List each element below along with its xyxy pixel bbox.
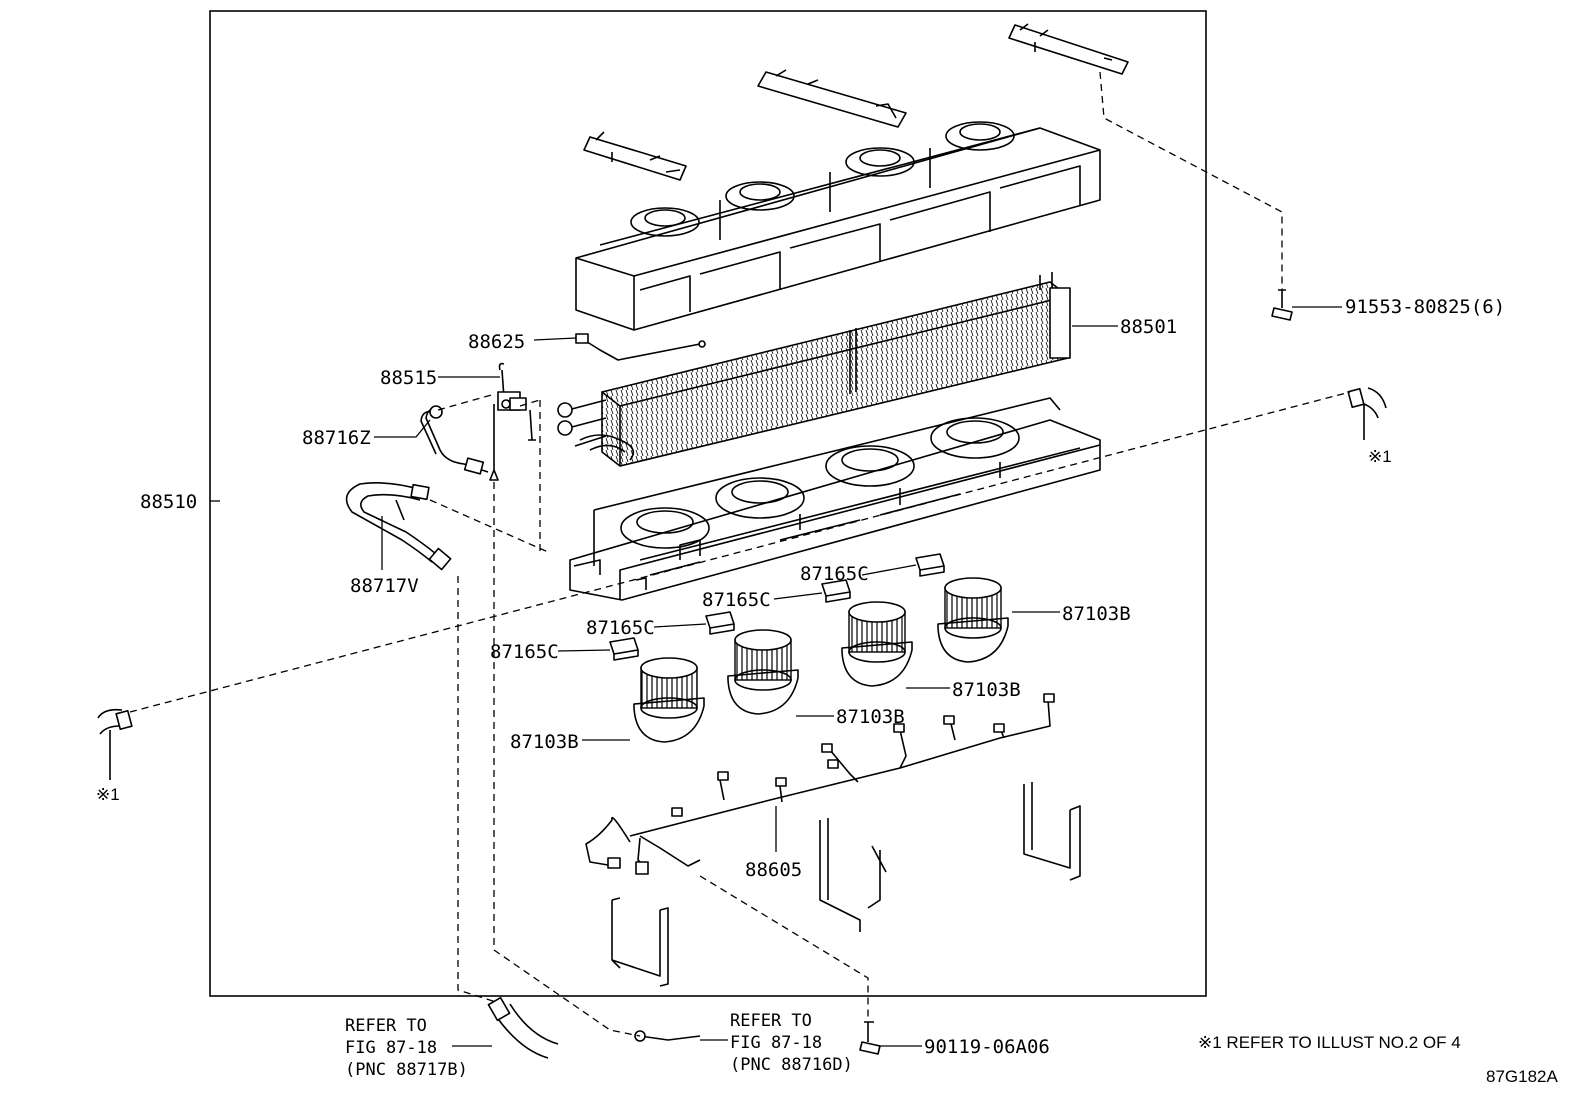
illustration-id: 87G182A [1486,1067,1558,1086]
blower-motor-2 [841,601,913,687]
drain-hose [345,482,452,571]
marker-ref1-left: ※1 [96,785,120,804]
blower-resistor-1 [915,553,945,577]
wire-harness [585,693,1055,875]
connection-lines [129,71,1351,1037]
label-87165c-3: 87165C [586,617,655,639]
refer-right-line-1: REFER TO [730,1011,812,1031]
tube-connector-outlet [634,1030,701,1042]
drain-hose-outlet [487,996,559,1059]
evaporator [557,272,1071,467]
assembly-frame [209,10,1207,997]
refer-right-line-3: (PNC 88716D) [730,1055,853,1075]
label-87165c-4: 87165C [490,641,559,663]
bolt-91553 [1271,289,1293,321]
refer-right-line-2: FIG 87-18 [730,1033,822,1053]
label-87165c-1: 87165C [800,563,869,585]
blower-resistor-2 [821,579,851,603]
blower-lower-case [569,397,1101,601]
leader-lines [210,306,1342,1047]
label-88625: 88625 [468,331,525,353]
blower-upper-case [575,121,1101,331]
refer-left-line-1: REFER TO [345,1016,427,1036]
evaporator-tube [420,405,489,475]
refer-left-line-3: (PNC 88717B) [345,1060,468,1080]
blower-motor-3 [727,629,799,715]
lower-bracket-2 [819,818,887,932]
blower-resistor-4 [609,637,639,661]
label-87103b-1: 87103B [1062,603,1131,625]
label-87165c-2: 87165C [702,589,771,611]
blower-resistor-3 [705,611,735,635]
outside-hose-right [1347,387,1387,440]
refer-note-left: REFER TO FIG 87-18 (PNC 88717B) [345,1016,468,1080]
blower-motor-4 [633,657,705,743]
label-88605: 88605 [745,859,802,881]
label-88717v: 88717V [350,575,419,597]
upper-bracket-3 [583,131,687,181]
thermistor [575,333,706,361]
label-88515: 88515 [380,367,437,389]
lower-bracket-3 [1023,782,1081,881]
part-number-labels: 88510 88501 88625 88515 88716Z 88717V 91… [140,296,1505,1058]
lower-bracket-1 [611,897,669,987]
label-88716z: 88716Z [302,427,371,449]
label-87103b-3: 87103B [836,706,905,728]
blower-motor-1 [937,577,1009,663]
illust-note: ※1 REFER TO ILLUST NO.2 OF 4 [1198,1033,1461,1052]
expansion-valve [489,362,536,481]
marker-ref1-right: ※1 [1368,447,1392,466]
label-88510: 88510 [140,491,197,513]
label-87103b-2: 87103B [952,679,1021,701]
refer-note-right: REFER TO FIG 87-18 (PNC 88716D) [730,1011,853,1075]
bolt-90119 [859,1021,881,1055]
upper-bracket-1 [1008,23,1129,75]
label-87103b-4: 87103B [510,731,579,753]
upper-bracket-2 [757,69,907,128]
outside-hose-left [97,708,133,780]
refer-left-line-2: FIG 87-18 [345,1038,437,1058]
label-90119: 90119-06A06 [924,1036,1050,1058]
reference-markers: ※1 ※1 [96,447,1392,804]
label-88501: 88501 [1120,316,1177,338]
label-91553: 91553-80825(6) [1345,296,1505,318]
